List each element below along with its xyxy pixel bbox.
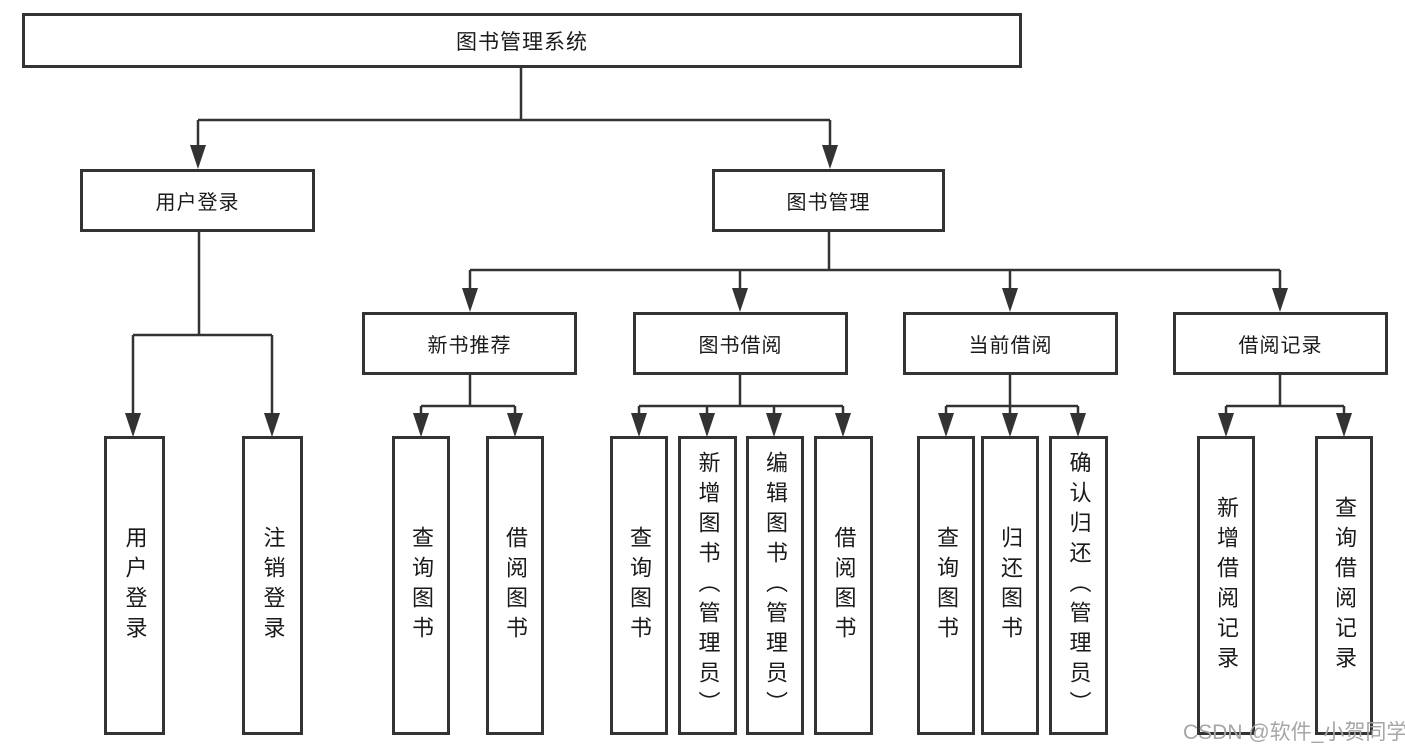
leaf-confirm-return-admin: 确认归还（管理员） (1049, 436, 1108, 735)
leaf-label: 编辑图书（管理员） (763, 450, 788, 721)
wire-root-split (196, 68, 832, 160)
leaf-query-books-current: 查询图书 (917, 436, 975, 735)
leaf-borrow-books-recommend: 借阅图书 (486, 436, 544, 735)
leaf-add-book-admin: 新增图书（管理员） (678, 436, 737, 735)
node-user-login: 用户登录 (80, 169, 315, 232)
leaf-label: 查询借阅记录 (1332, 495, 1357, 676)
wire-user-login-split (131, 232, 274, 430)
arrow-down-icon (1002, 288, 1018, 312)
arrow-down-icon (125, 413, 141, 437)
leaf-label: 归还图书 (998, 525, 1023, 646)
leaf-label: 用户登录 (122, 525, 148, 646)
node-book-management: 图书管理 (712, 169, 945, 232)
arrow-down-icon (822, 145, 838, 169)
arrow-down-icon (1272, 288, 1288, 312)
leaf-label: 注销登录 (260, 525, 286, 646)
leaf-user-login: 用户登录 (104, 436, 165, 735)
leaf-label: 新增借阅记录 (1214, 495, 1239, 676)
leaf-label: 查询图书 (409, 525, 434, 646)
arrow-down-icon (1070, 413, 1086, 437)
arrow-down-icon (190, 145, 206, 169)
wire-borrow-records-split (1224, 375, 1346, 430)
leaf-query-books-recommend: 查询图书 (392, 436, 450, 735)
arrow-down-icon (732, 288, 748, 312)
node-book-borrow: 图书借阅 (633, 312, 848, 375)
arrow-down-icon (1218, 413, 1234, 437)
leaf-label: 新增图书（管理员） (695, 450, 721, 721)
wire-book-borrow-split (637, 375, 845, 430)
leaf-label: 借阅图书 (831, 525, 857, 646)
leaf-edit-book-admin: 编辑图书（管理员） (746, 436, 804, 735)
arrow-down-icon (1002, 413, 1018, 437)
arrow-down-icon (766, 413, 782, 437)
node-new-book-recommend: 新书推荐 (362, 312, 577, 375)
wire-book-mgmt-split (468, 232, 1282, 303)
leaf-return-book: 归还图书 (981, 436, 1039, 735)
arrow-down-icon (835, 413, 851, 437)
leaf-query-books-borrow: 查询图书 (610, 436, 668, 735)
arrow-down-icon (462, 288, 478, 312)
leaf-label: 确认归还（管理员） (1066, 450, 1092, 721)
arrow-down-icon (938, 413, 954, 437)
arrow-down-icon (631, 413, 647, 437)
arrow-down-icon (507, 413, 523, 437)
watermark: CSDN @软件_小贺同学 (1183, 721, 1405, 744)
node-current-borrow: 当前借阅 (903, 312, 1118, 375)
arrow-down-icon (699, 413, 715, 437)
leaf-logout: 注销登录 (242, 436, 303, 735)
node-borrow-records: 借阅记录 (1173, 312, 1388, 375)
arrow-down-icon (264, 413, 280, 437)
node-root: 图书管理系统 (22, 13, 1022, 68)
leaf-label: 查询图书 (934, 525, 959, 646)
arrow-down-icon (413, 413, 429, 437)
leaf-add-borrow-record: 新增借阅记录 (1197, 436, 1255, 735)
leaf-borrow-books: 借阅图书 (814, 436, 873, 735)
leaf-query-borrow-record: 查询借阅记录 (1315, 436, 1373, 735)
arrowheads (125, 145, 1352, 437)
leaf-label: 查询图书 (627, 525, 652, 646)
arrow-down-icon (1336, 413, 1352, 437)
leaf-label: 借阅图书 (503, 525, 528, 646)
wire-new-book-split (419, 375, 517, 430)
